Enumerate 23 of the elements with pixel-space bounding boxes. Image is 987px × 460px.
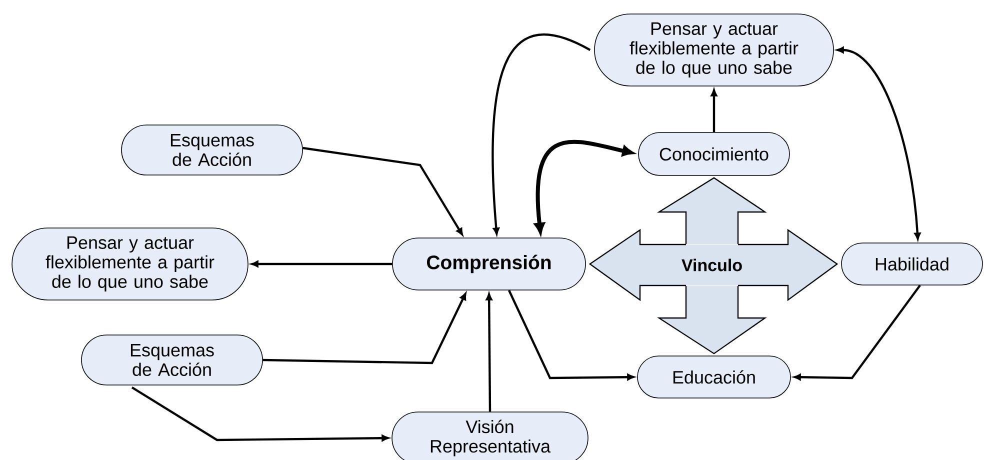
rounded-box: Esquemas de Acción <box>81 334 263 386</box>
rounded-box: Conocimiento <box>638 132 790 176</box>
rounded-box: Visión Representativa <box>392 412 588 460</box>
arrow <box>836 46 921 240</box>
rounded-box: Esquemas de Acción <box>121 124 303 176</box>
node-label: Vinculo <box>682 258 742 272</box>
arrow <box>486 293 492 412</box>
block-arrow <box>588 228 673 302</box>
arrow <box>508 290 634 380</box>
arrow <box>710 89 718 132</box>
rounded-box: Pensar y actuar flexiblemente a partir de lo que uno sabe <box>594 14 834 86</box>
arrow <box>302 146 463 236</box>
arrow <box>131 386 389 442</box>
rounded-box: Educación <box>637 356 791 398</box>
arrow <box>262 292 466 364</box>
rounded-box: Comprensión <box>392 238 586 290</box>
rounded-box: Pensar y actuar flexiblemente a partir de lo que uno sabe <box>12 228 248 300</box>
arrow <box>251 260 392 268</box>
rounded-box: Habilidad <box>841 242 983 286</box>
block-arrow <box>656 177 767 245</box>
arrow <box>794 284 921 380</box>
block-arrow <box>656 285 767 354</box>
block-arrow <box>751 228 838 302</box>
